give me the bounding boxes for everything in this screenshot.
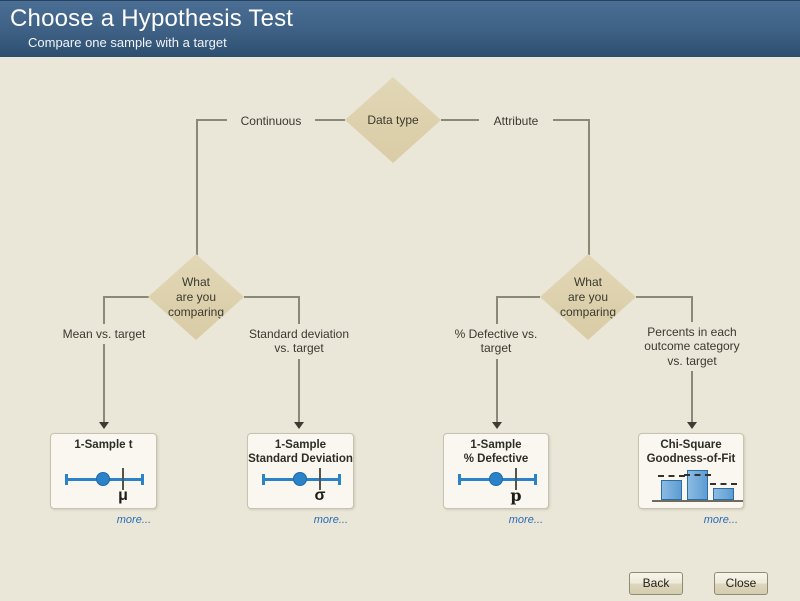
back-button[interactable]: Back <box>629 572 683 595</box>
decision-comparing-continuous: What are you comparing <box>148 254 244 340</box>
decision-data-type: Data type <box>345 77 441 163</box>
card-title: 1-Sample % Defective <box>463 439 529 465</box>
outcome-label-defective: % Defective vs. target <box>446 324 546 359</box>
card-title: 1-Sample Standard Deviation <box>248 439 353 465</box>
mu-symbol: μ <box>118 487 128 504</box>
arrow-down-icon <box>687 422 697 429</box>
decision-comparing-attribute: What are you comparing <box>540 254 636 340</box>
arrow-down-icon <box>99 422 109 429</box>
connector-stdev-vertical <box>298 296 300 424</box>
outcome-label-mean: Mean vs. target <box>54 324 154 345</box>
card-title: 1-Sample t <box>74 439 133 451</box>
distribution-plot-icon: μ <box>51 468 156 508</box>
close-button[interactable]: Close <box>714 572 768 595</box>
dialog-header: Choose a Hypothesis Test Compare one sam… <box>0 0 800 57</box>
branch-label-attribute: Attribute <box>479 111 553 132</box>
connector-percents-horizontal <box>636 296 693 298</box>
card-chi-square-goodness-of-fit[interactable]: Chi-Square Goodness-of-Fit <box>638 433 744 509</box>
page-subtitle: Compare one sample with a target <box>28 35 227 50</box>
more-link-standard-deviation[interactable]: more... <box>313 514 348 526</box>
connector-defective-horizontal <box>496 296 540 298</box>
arrow-down-icon <box>492 422 502 429</box>
target-tick-icon <box>319 468 321 490</box>
card-1-sample-t[interactable]: 1-Sample t μ <box>50 433 157 509</box>
target-tick-icon <box>122 468 124 490</box>
connector-right-down <box>588 119 590 255</box>
distribution-plot-icon: σ <box>248 468 353 508</box>
sample-point-icon <box>489 472 503 486</box>
target-tick-icon <box>515 468 517 490</box>
connector-mean-vertical <box>103 296 105 424</box>
bar-chart-icon <box>639 464 743 506</box>
sample-point-icon <box>96 472 110 486</box>
sample-point-icon <box>293 472 307 486</box>
sigma-symbol: σ <box>314 487 326 504</box>
outcome-label-percents: Percents in each outcome category vs. ta… <box>626 322 758 372</box>
more-link-1-sample-t[interactable]: more... <box>116 514 151 526</box>
connector-defective-vertical <box>496 296 498 424</box>
more-link-chi-square[interactable]: more... <box>703 514 738 526</box>
card-1-sample-percent-defective[interactable]: 1-Sample % Defective p <box>443 433 549 509</box>
arrow-down-icon <box>294 422 304 429</box>
more-link-percent-defective[interactable]: more... <box>508 514 543 526</box>
outcome-label-stdev: Standard deviation vs. target <box>239 324 359 359</box>
page-title: Choose a Hypothesis Test <box>10 5 294 32</box>
connector-mean-horizontal <box>103 296 149 298</box>
p-symbol: p <box>510 486 522 505</box>
connector-stdev-horizontal <box>244 296 300 298</box>
card-title: Chi-Square Goodness-of-Fit <box>646 439 736 465</box>
branch-label-continuous: Continuous <box>227 111 315 132</box>
decision-tree: Continuous Attribute Data type What are … <box>0 57 800 601</box>
distribution-plot-icon: p <box>444 468 548 508</box>
card-1-sample-standard-deviation[interactable]: 1-Sample Standard Deviation σ <box>247 433 354 509</box>
connector-left-down <box>196 119 198 255</box>
